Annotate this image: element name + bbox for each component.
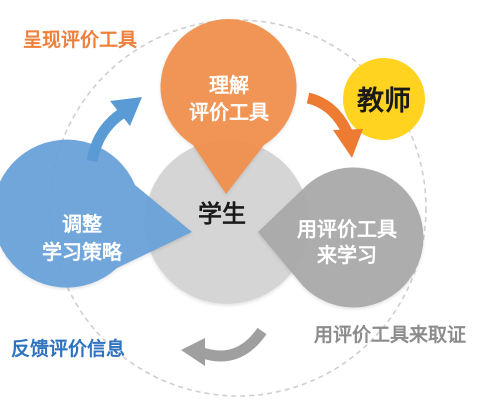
label-outer-title: 呈现评价工具 — [23, 29, 137, 51]
label-top-line1: 理解 — [209, 73, 249, 97]
label-teacher: 教师 — [357, 86, 411, 117]
label-top-line2: 评价工具 — [189, 100, 269, 124]
arrow-gray-left — [181, 327, 267, 366]
arrow-blue-up — [86, 97, 142, 163]
center-circle — [145, 140, 309, 304]
label-left-line1: 调整 — [62, 212, 102, 236]
petal-left-blue — [0, 139, 192, 288]
arrow-orange-down — [306, 92, 363, 158]
label-right-line2: 来学习 — [316, 243, 377, 267]
label-right-line1: 用评价工具 — [297, 217, 397, 241]
petal-right-gray — [258, 167, 424, 308]
label-center: 学生 — [198, 200, 246, 228]
label-left-line2: 学习策略 — [42, 240, 123, 264]
label-bottom-left: 反馈评价信息 — [11, 337, 125, 360]
petal-top-orange — [160, 19, 297, 194]
label-bottom-right: 用评价工具来取证 — [314, 324, 466, 346]
teacher-circle — [343, 58, 425, 140]
